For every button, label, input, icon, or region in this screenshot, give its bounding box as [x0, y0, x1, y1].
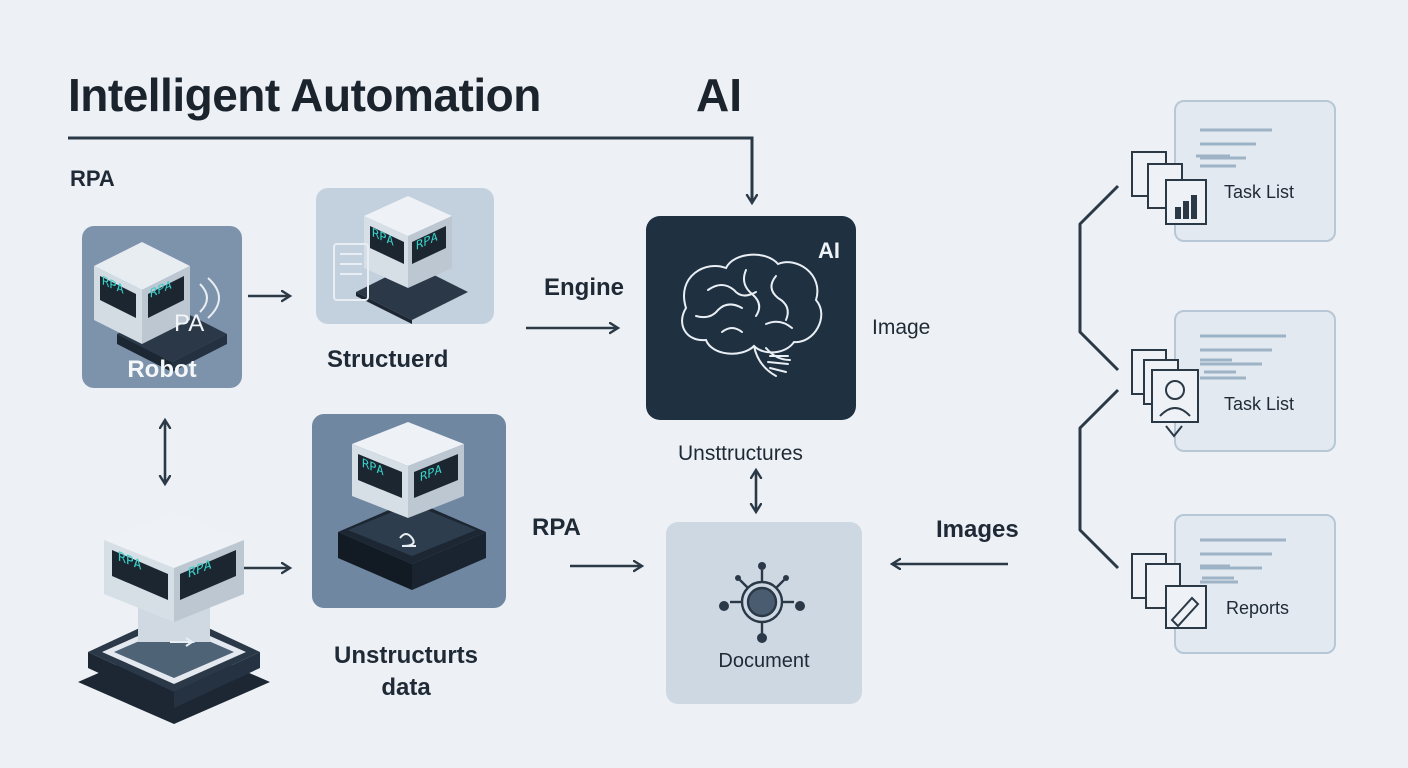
- card-2-lines: [1200, 334, 1286, 380]
- unstructured-caption-line2: data: [381, 674, 431, 701]
- document-tile[interactable]: Document: [666, 522, 862, 704]
- ai-card[interactable]: AI: [646, 216, 856, 420]
- task-list-card-2[interactable]: Task List: [1174, 310, 1336, 452]
- robot-tile[interactable]: RPA RPA PA Robot: [82, 226, 242, 388]
- structured-illustration: [333, 196, 468, 324]
- robot-overlay-text: PA: [174, 310, 205, 337]
- documents-pen-icon: [1131, 553, 1234, 629]
- robot-caption: Robot: [127, 356, 197, 383]
- unstructured-illustration: [338, 422, 486, 590]
- title-rule-arrow: [68, 136, 752, 203]
- network-node-icon: [719, 562, 805, 643]
- bottom-robot-illustration: [78, 512, 270, 724]
- images-label: Images: [936, 516, 1019, 543]
- unstructured-caption: Unstructurts data: [306, 640, 506, 704]
- bottom-robot[interactable]: RPA RPA: [74, 512, 274, 724]
- card-1-label: Task List: [1224, 182, 1295, 202]
- reports-card[interactable]: Reports: [1174, 514, 1336, 654]
- structured-caption: Structuerd: [327, 346, 449, 373]
- rpa-header: RPA: [70, 166, 115, 191]
- robot-illustration: [94, 242, 227, 372]
- card-2-label: Task List: [1224, 394, 1295, 414]
- task-list-card-1[interactable]: Task List: [1174, 100, 1336, 242]
- card-1-lines: [1200, 128, 1272, 160]
- brain-icon: [681, 253, 823, 377]
- rpa-label: RPA: [532, 514, 581, 541]
- card-3-lines: [1200, 538, 1286, 584]
- structured-tile[interactable]: RPA RPA: [316, 188, 494, 324]
- unstructured-caption-line1: Unstructurts: [333, 642, 478, 669]
- documents-chart-icon: [1131, 151, 1236, 225]
- documents-id-icon: [1131, 349, 1236, 438]
- unstructured-tile[interactable]: RPA RPA: [312, 414, 506, 608]
- ai-badge: AI: [818, 238, 840, 263]
- title-ai: AI: [696, 69, 742, 121]
- right-bracket: [1078, 184, 1120, 570]
- page-title: Intelligent Automation: [68, 69, 541, 121]
- document-label: Document: [718, 650, 810, 672]
- image-label: Image: [872, 316, 931, 339]
- card-3-label: Reports: [1226, 598, 1290, 618]
- engine-label: Engine: [544, 274, 625, 301]
- unstructures-label: Unsttructures: [678, 442, 803, 465]
